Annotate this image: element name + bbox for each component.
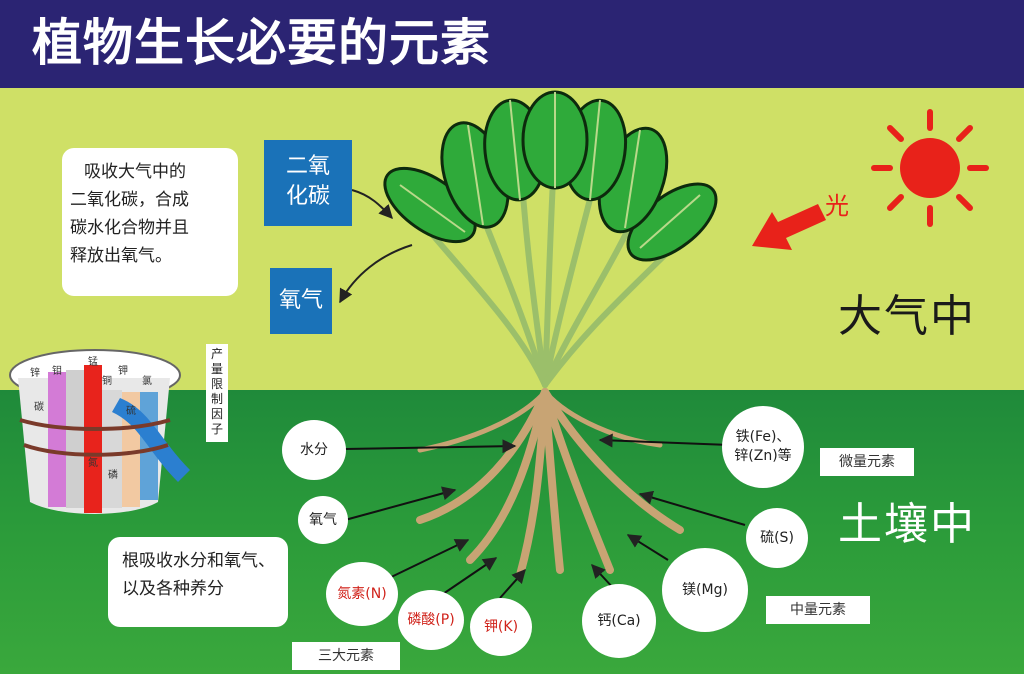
stave-label: 锌: [30, 368, 40, 379]
stave-label: 铜: [102, 376, 112, 387]
light-label: 光: [825, 192, 849, 220]
nutrient-calcium: 钙(Ca): [582, 584, 656, 658]
page-title: 植物生长必要的元素: [32, 14, 491, 72]
micro-elements-tag: 微量元素: [820, 448, 914, 476]
nutrient-water: 水分: [282, 420, 346, 480]
co2-line: 二氧: [285, 154, 330, 179]
photosynthesis-callout: 吸收大气中的 二氧化碳，合成 碳水化合物并且 释放出氧气。: [62, 148, 238, 296]
header-bar: 植物生长必要的元素: [0, 0, 1024, 88]
stave-label: 氮: [88, 458, 98, 469]
nutrient-phosphate: 磷酸(P): [398, 590, 464, 650]
trace-line: 锌(Zn)等: [734, 448, 792, 464]
stave-label: 锰: [88, 357, 98, 368]
co2-arrow: [351, 189, 393, 220]
nutrient-oxygen: 氧气: [298, 496, 348, 544]
nutrient-sulfur: 硫(S): [746, 508, 808, 568]
stave-label: 磷: [108, 470, 118, 481]
atmosphere-label: 大气中: [838, 291, 976, 342]
callout-line: 二氧化碳，合成: [70, 190, 189, 210]
nutrient-arrows: [344, 433, 746, 599]
trace-line: 铁(Fe)、: [735, 429, 791, 445]
roots: [416, 388, 684, 579]
callout-line: 以及各种养分: [122, 579, 224, 599]
barrel-icon: [9, 349, 190, 514]
root-absorption-callout: 根吸收水分和氧气、 以及各种养分: [108, 537, 288, 627]
stave-label: 硫: [126, 406, 136, 417]
o2-box: 氧气: [270, 268, 332, 334]
o2-arrow: [339, 244, 413, 304]
stave-label: 氯: [142, 376, 152, 387]
stave-label: 碳: [34, 402, 44, 413]
sun-icon: [871, 109, 989, 227]
callout-line: 释放出氧气。: [70, 246, 172, 266]
co2-line: 化碳: [285, 184, 330, 209]
macro-elements-tag: 三大元素: [292, 642, 400, 670]
light-arrow-icon: [752, 204, 826, 250]
yield-limiting-factor-label: 产量限制因子: [206, 344, 228, 442]
secondary-elements-tag: 中量元素: [766, 596, 870, 624]
nutrient-potassium: 钾(K): [470, 598, 532, 656]
callout-line: 碳水化合物并且: [70, 218, 189, 238]
co2-box: 二氧 化碳: [264, 140, 352, 226]
callout-line: 根吸收水分和氧气、: [122, 551, 275, 571]
stave-label: 钾: [118, 366, 128, 377]
nutrient-trace: 铁(Fe)、 锌(Zn)等: [722, 406, 804, 488]
soil-label: 土壤中: [838, 499, 976, 550]
nutrient-nitrogen: 氮素(N): [326, 562, 398, 626]
callout-line: 吸收大气中的: [84, 162, 186, 182]
nutrient-magnesium: 镁(Mg): [662, 548, 748, 632]
stave-label: 钼: [52, 366, 62, 377]
leaf-veins: [399, 92, 701, 249]
